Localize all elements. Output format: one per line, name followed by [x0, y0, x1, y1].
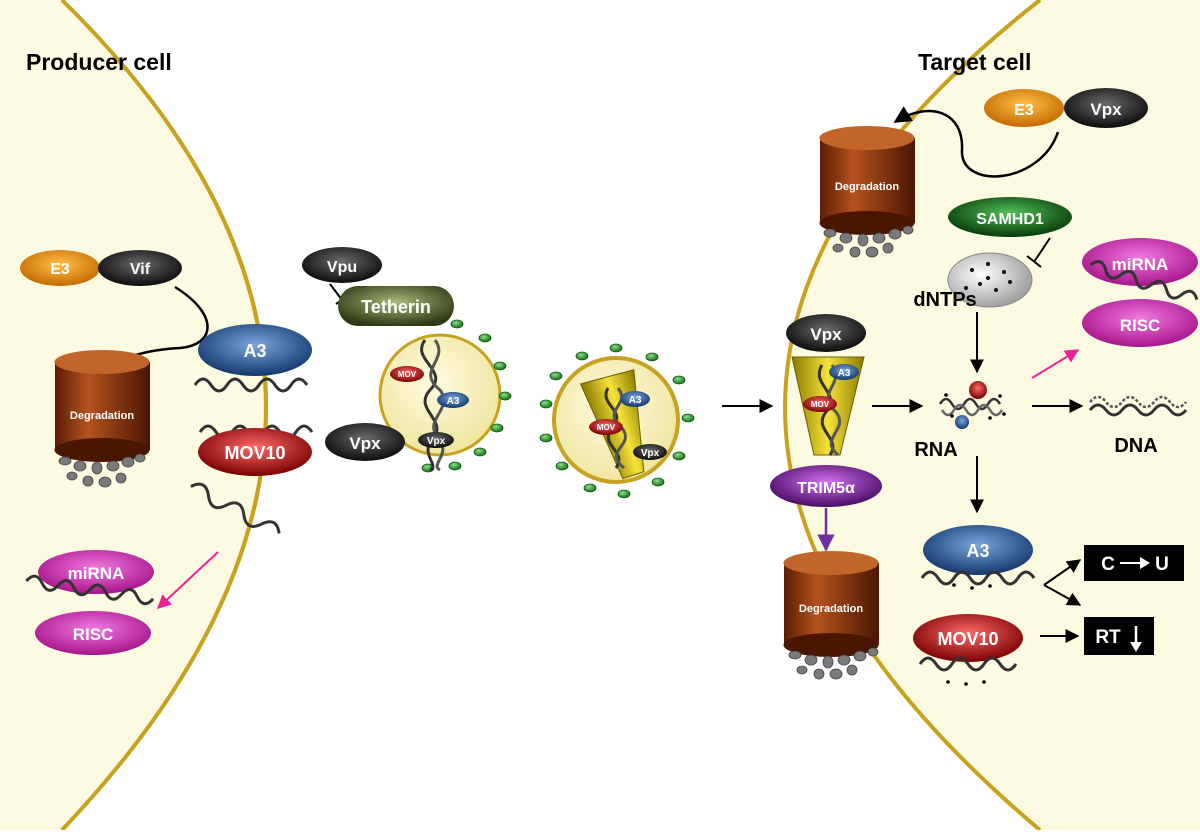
vpx-label-budding: Vpx — [427, 436, 446, 447]
mirna-strand-producer — [25, 574, 155, 606]
a3-label-budding: A3 — [447, 396, 460, 407]
vpx-oval-capsid — [786, 314, 866, 352]
a3-rna-target — [920, 570, 1036, 586]
vpx-oval-target-top — [1064, 88, 1148, 128]
degradation-label-target-bottom: Degradation — [799, 603, 863, 615]
tetherin-label: Tetherin — [361, 297, 431, 317]
mov10-rna-target — [918, 656, 1018, 672]
e3-label-producer: E3 — [50, 261, 70, 278]
e3-oval-producer — [20, 250, 100, 286]
free-rna-producer — [190, 482, 281, 534]
rna-label: RNA — [914, 439, 957, 461]
e3-oval-target — [984, 89, 1064, 127]
vpx-label-target-top: Vpx — [1090, 100, 1122, 119]
dna-strand — [1088, 395, 1188, 417]
risc-oval-target — [1082, 299, 1198, 347]
rna-to-risc-arrow-producer — [156, 551, 219, 609]
samhd1-inhibition-bar — [1026, 255, 1042, 268]
mov-label-virion: MOV — [597, 423, 616, 432]
a3-oval-target — [923, 525, 1033, 575]
degradation-cylinder-producer: Degradation — [54, 350, 150, 488]
degradation-cylinder-target-top: Degradation — [819, 126, 915, 258]
dntp-dots — [964, 262, 1012, 292]
vif-oval — [98, 250, 182, 286]
mov10-oval-target — [913, 614, 1023, 662]
free-virion: A3 MOV Vpx — [539, 343, 695, 499]
trim5a-oval — [770, 465, 882, 507]
rt-label: RT — [1095, 627, 1121, 648]
trim5a-label: TRIM5α — [797, 480, 855, 497]
risc-oval-producer — [35, 611, 151, 655]
a3-to-cu-arrow — [1043, 559, 1082, 586]
rna-rt-complex — [938, 381, 1006, 429]
c-label: C — [1101, 554, 1115, 575]
mirna-label-producer: miRNA — [68, 564, 125, 583]
a3-label-producer: A3 — [243, 341, 266, 361]
risc-label-producer: RISC — [73, 625, 114, 644]
samhd1-inhibition-line — [1033, 237, 1051, 263]
vpu-oval — [302, 247, 382, 283]
a3-label-virion: A3 — [629, 395, 642, 406]
a3-label-target: A3 — [966, 541, 989, 561]
risc-label-target: RISC — [1120, 316, 1161, 335]
mov10-label-producer: MOV10 — [224, 443, 285, 463]
samhd1-oval — [948, 197, 1072, 237]
capsid-cone-target: A3 MOV — [791, 356, 865, 457]
c-to-u-box: C U — [1084, 545, 1184, 581]
producer-cell-title: Producer cell — [26, 49, 172, 75]
vpx-to-degradation-arrow — [893, 106, 1060, 178]
mov10-oval-producer — [198, 428, 312, 476]
e3-label-target: E3 — [1014, 102, 1034, 119]
dna-label: DNA — [1114, 435, 1157, 457]
mov10-label-target: MOV10 — [937, 629, 998, 649]
mov-label-capsid: MOV — [811, 400, 830, 409]
mirna-strand-target — [1089, 259, 1199, 301]
mirna-oval-producer — [38, 550, 154, 594]
degradation-label-producer: Degradation — [70, 410, 134, 422]
vpu-label: Vpu — [327, 259, 357, 276]
degradation-cylinder-target-bottom: Degradation — [783, 551, 879, 680]
samhd1-label: SAMHD1 — [976, 211, 1044, 228]
a3-to-rt-arrow — [1043, 584, 1082, 606]
tetherin-pill — [338, 286, 454, 326]
mirna-label-target: miRNA — [1112, 255, 1169, 274]
u-label: U — [1155, 554, 1169, 575]
budding-virion: MOV A3 Vpx — [378, 319, 512, 473]
mov-label-budding: MOV — [398, 370, 417, 379]
degradation-label-target-top: Degradation — [835, 181, 899, 193]
rna-to-risc-arrow-target — [1031, 349, 1080, 379]
vpx-oval-producer — [325, 423, 405, 461]
a3-oval-producer — [198, 324, 312, 376]
dntp-pool — [947, 252, 1033, 308]
vpx-label-virion: Vpx — [641, 448, 660, 459]
mirna-oval-target — [1082, 238, 1198, 286]
rt-down-box: RT — [1084, 617, 1154, 655]
a3-rna-producer — [193, 377, 309, 393]
a3-label-capsid: A3 — [838, 368, 851, 379]
vif-label: Vif — [130, 261, 151, 278]
vpx-label-producer: Vpx — [349, 434, 381, 453]
dntps-label: dNTPs — [913, 289, 976, 311]
target-cell-title: Target cell — [918, 49, 1031, 75]
producer-membrane-line — [60, 0, 268, 832]
vpx-label-capsid: Vpx — [810, 325, 842, 344]
